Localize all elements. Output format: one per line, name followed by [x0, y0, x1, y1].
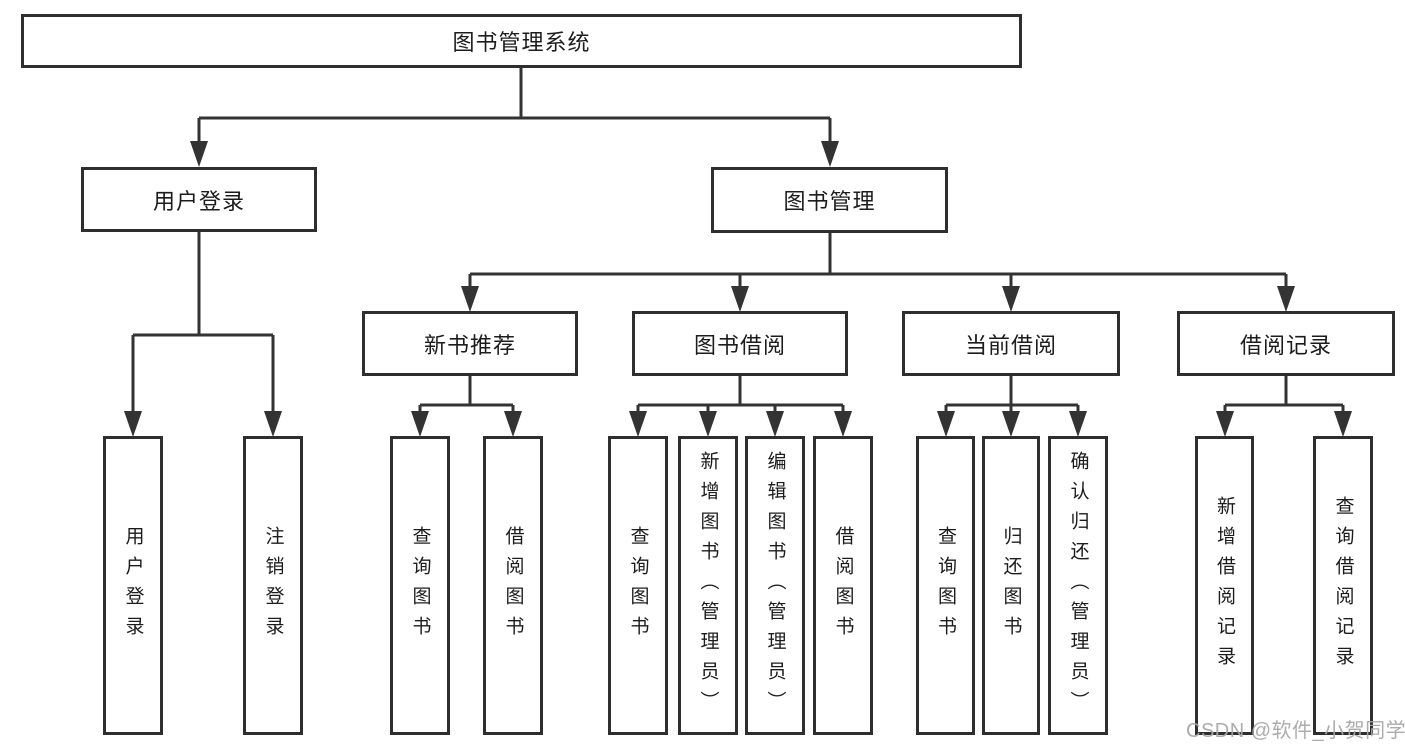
- node-new-book-recommend: 新书推荐: [362, 311, 578, 376]
- node-label: 查询借阅记录: [1332, 495, 1354, 676]
- node-leaf-query-books-current: 查询图书: [916, 436, 975, 735]
- node-leaf-confirm-return-admin: 确认归还（管理员）: [1048, 436, 1108, 735]
- node-label: 查询图书: [935, 525, 956, 646]
- node-leaf-add-book-admin: 新增图书（管理员）: [678, 436, 738, 735]
- arrowhead-icons: [124, 141, 1352, 437]
- node-leaf-borrow-books: 借阅图书: [813, 436, 873, 735]
- node-leaf-query-borrow-record: 查询借阅记录: [1313, 436, 1373, 735]
- node-leaf-edit-book-admin: 编辑图书（管理员）: [745, 436, 805, 735]
- node-label: 查询图书: [627, 525, 649, 646]
- node-label: 新书推荐: [423, 332, 516, 358]
- node-label: 新增图书（管理员）: [697, 450, 719, 721]
- node-current-borrow: 当前借阅: [902, 311, 1120, 376]
- node-book-management: 图书管理: [711, 167, 948, 233]
- node-label: 归还图书: [1000, 525, 1022, 646]
- node-leaf-borrow-books-recommend: 借阅图书: [483, 436, 543, 735]
- node-leaf-query-books-recommend: 查询图书: [390, 436, 450, 735]
- node-borrow-records: 借阅记录: [1177, 311, 1395, 376]
- node-leaf-logout: 注销登录: [243, 436, 303, 735]
- node-label: 用户登录: [122, 525, 144, 646]
- node-label: 确认归还（管理员）: [1067, 450, 1089, 721]
- node-label: 借阅图书: [832, 525, 854, 646]
- node-user-login: 用户登录: [81, 167, 317, 232]
- node-label: 借阅图书: [502, 525, 524, 646]
- node-leaf-query-books-borrow: 查询图书: [608, 436, 668, 735]
- node-leaf-add-borrow-record: 新增借阅记录: [1195, 436, 1254, 735]
- node-label: 注销登录: [262, 525, 284, 646]
- node-label: 用户登录: [152, 188, 245, 214]
- node-library-management-system: 图书管理系统: [21, 14, 1022, 68]
- node-leaf-user-login: 用户登录: [103, 436, 163, 735]
- node-label: 图书借阅: [693, 332, 786, 358]
- watermark: CSDN @软件_小贺同学: [1186, 720, 1405, 742]
- node-label: 借阅记录: [1239, 332, 1332, 358]
- node-label: 查询图书: [409, 525, 431, 646]
- node-leaf-return-books: 归还图书: [982, 436, 1040, 735]
- node-book-borrow: 图书借阅: [632, 311, 848, 376]
- node-label: 当前借阅: [964, 332, 1057, 358]
- node-label: 图书管理: [783, 189, 876, 214]
- node-label: 编辑图书（管理员）: [764, 450, 786, 721]
- node-label: 图书管理系统: [452, 30, 591, 55]
- node-label: 新增借阅记录: [1214, 495, 1235, 676]
